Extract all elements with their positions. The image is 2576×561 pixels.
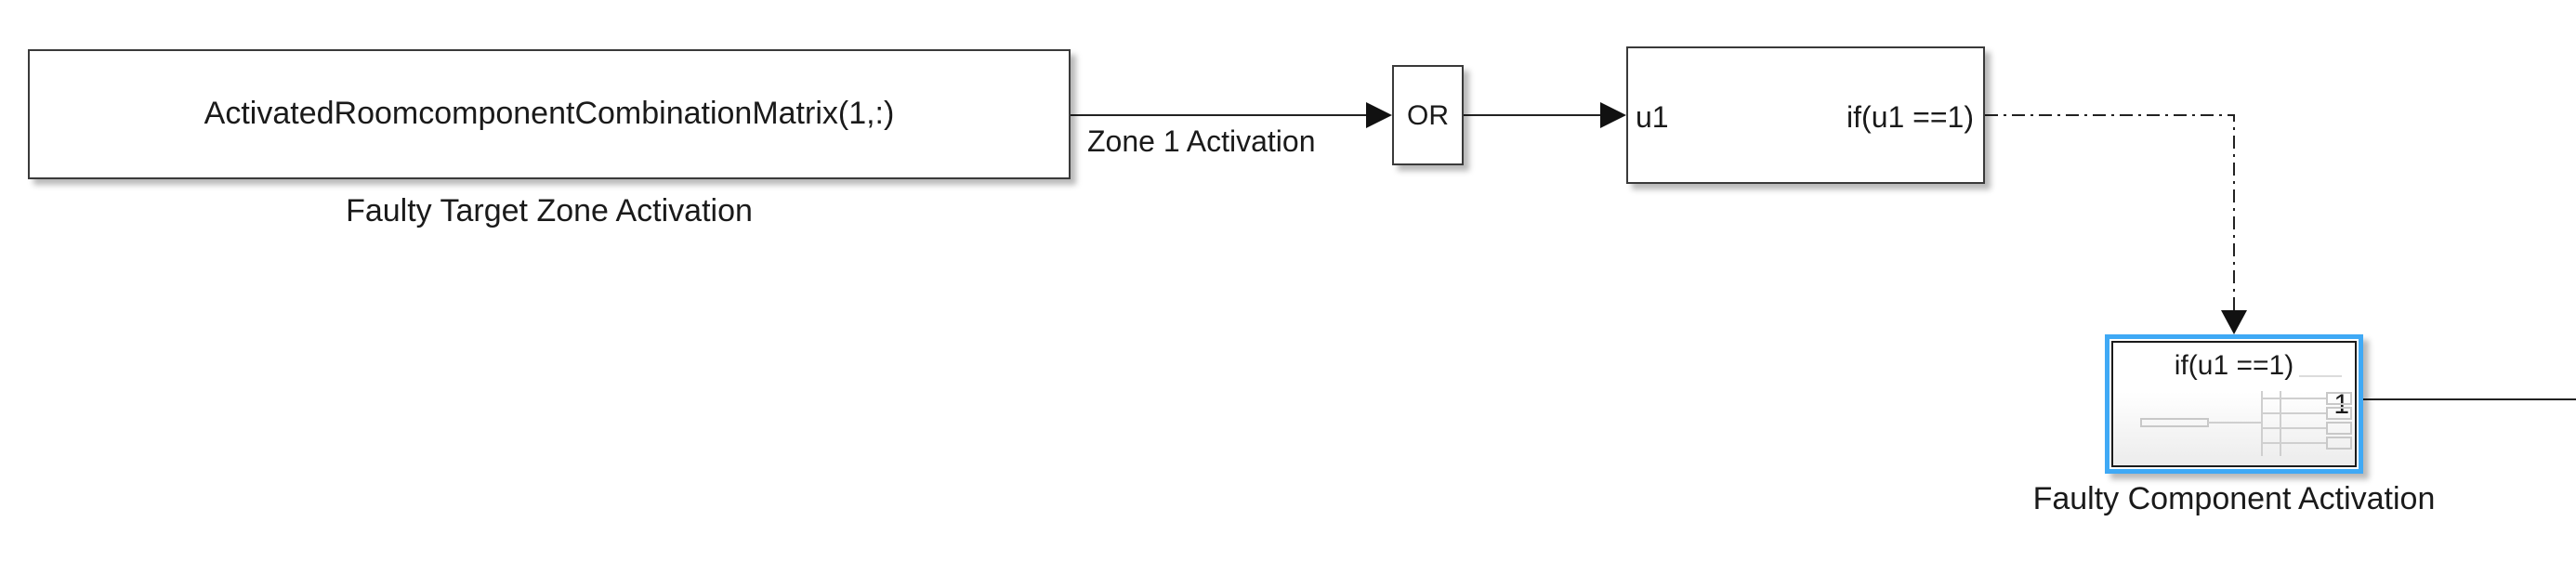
arrowhead-to-action-subsystem xyxy=(2221,310,2247,334)
action-subsystem-caption: Faulty Component Activation xyxy=(2032,481,2436,516)
action-subsystem-inner: if(u1 ==1) 1 xyxy=(2111,341,2357,467)
subsystem-thumbnail-icon xyxy=(2140,375,2352,456)
if-block-input-port: u1 xyxy=(1636,100,1669,134)
action-subsystem-action-label: if(u1 ==1) xyxy=(2174,350,2294,381)
arrowhead-to-if xyxy=(1600,102,1626,128)
constant-block-caption: Faulty Target Zone Activation xyxy=(346,193,753,228)
action-signal-line[interactable] xyxy=(1985,114,2235,310)
or-block-label: OR xyxy=(1407,100,1449,131)
or-logic-block[interactable]: OR xyxy=(1392,65,1464,165)
constant-value: ActivatedRoomcomponentCombinationMatrix(… xyxy=(204,96,895,131)
if-block[interactable]: u1 if(u1 ==1) xyxy=(1626,46,1985,184)
arrowhead-to-or xyxy=(1366,102,1392,128)
if-block-output-port: if(u1 ==1) xyxy=(1847,100,1974,134)
constant-block[interactable]: ActivatedRoomcomponentCombinationMatrix(… xyxy=(28,49,1071,179)
signal-label-zone1: Zone 1 Activation xyxy=(1087,124,1316,158)
action-subsystem-block[interactable]: if(u1 ==1) 1 xyxy=(2105,334,2363,474)
